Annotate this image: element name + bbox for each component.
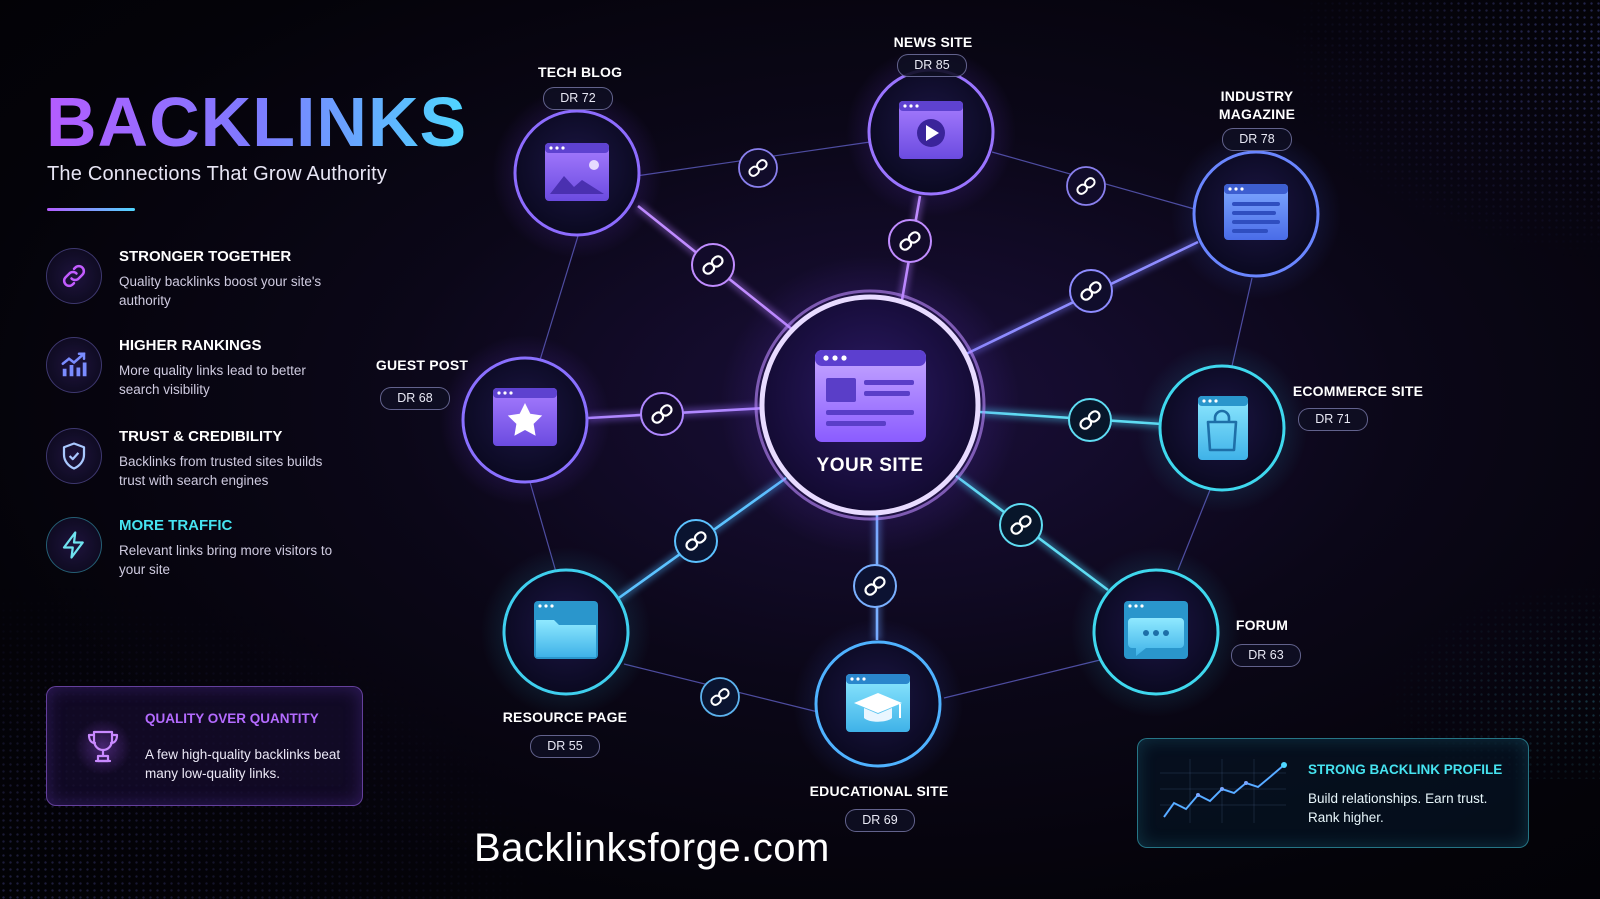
link-badge-icon bbox=[691, 243, 735, 287]
node-guest-post bbox=[440, 335, 610, 505]
node-forum bbox=[1071, 547, 1241, 717]
quality-title: QUALITY OVER QUANTITY bbox=[145, 711, 319, 726]
feature-desc: More quality links lead to better search… bbox=[119, 363, 306, 397]
node-resource-page bbox=[481, 547, 651, 717]
feature-desc: Backlinks from trusted sites builds trus… bbox=[119, 454, 323, 488]
node-ecommerce-site bbox=[1137, 343, 1307, 513]
chart-icon bbox=[46, 337, 102, 393]
link-badge-icon bbox=[999, 503, 1043, 547]
image-icon bbox=[545, 143, 609, 201]
node-news-site bbox=[846, 47, 1016, 217]
feature-higher-rankings: HIGHER RANKINGS More quality links lead … bbox=[46, 337, 356, 407]
node-label-resource-page: RESOURCE PAGE bbox=[502, 709, 628, 725]
page-title: BACKLINKS bbox=[46, 83, 468, 161]
feature-desc: Relevant links bring more visitors to yo… bbox=[119, 543, 333, 577]
node-industry-magazine bbox=[1171, 129, 1341, 299]
dr-badge-educational-site: DR 69 bbox=[845, 809, 915, 832]
feature-trust-credibility: TRUST & CREDIBILITY Backlinks from trust… bbox=[46, 428, 356, 498]
node-label-tech-blog: TECH BLOG bbox=[538, 64, 623, 80]
profile-title: STRONG BACKLINK PROFILE bbox=[1308, 762, 1503, 777]
center-node-label: YOUR SITE bbox=[816, 455, 924, 476]
link-icon bbox=[46, 248, 102, 304]
profile-desc: Build relationships. Earn trust. Rank hi… bbox=[1308, 791, 1488, 825]
link-badge-icon bbox=[1066, 166, 1106, 206]
website-icon bbox=[815, 350, 926, 442]
dr-badge-industry-magazine: DR 78 bbox=[1222, 128, 1292, 151]
growth-chart-icon bbox=[1160, 759, 1287, 823]
feature-more-traffic: MORE TRAFFIC Relevant links bring more v… bbox=[46, 517, 356, 587]
link-badge-icon bbox=[888, 219, 932, 263]
link-badge-icon bbox=[640, 392, 684, 436]
node-label-guest-post: GUEST POST bbox=[375, 357, 469, 373]
star-icon bbox=[493, 388, 557, 446]
dr-badge-guest-post: DR 68 bbox=[380, 387, 450, 410]
center-node-your-site bbox=[720, 255, 1020, 555]
link-badge-icon bbox=[1068, 398, 1112, 442]
link-badge-icon bbox=[853, 564, 897, 608]
dr-badge-news-site: DR 85 bbox=[897, 54, 967, 77]
page-subtitle: The Connections That Grow Authority bbox=[47, 163, 388, 185]
document-icon bbox=[1224, 184, 1288, 240]
feature-title: TRUST & CREDIBILITY bbox=[119, 428, 283, 445]
quality-over-quantity-card: QUALITY OVER QUANTITY A few high-quality… bbox=[46, 686, 363, 806]
shield-icon bbox=[46, 428, 102, 484]
link-badge-icon bbox=[738, 148, 778, 188]
node-label-news-site: NEWS SITE bbox=[893, 34, 973, 50]
node-label-industry-magazine: INDUSTRY MAGAZINE bbox=[1218, 88, 1296, 122]
folder-icon bbox=[534, 601, 598, 659]
node-label-forum: FORUM bbox=[1235, 617, 1289, 633]
footer-website: Backlinksforge.com bbox=[474, 826, 830, 870]
link-badge-icon bbox=[1069, 269, 1113, 313]
node-label-ecommerce-site: ECOMMERCE SITE bbox=[1292, 383, 1424, 399]
node-tech-blog bbox=[492, 88, 662, 258]
chat-icon bbox=[1124, 601, 1188, 659]
feature-stronger-together: STRONGER TOGETHER Quality backlinks boos… bbox=[46, 248, 356, 318]
dr-badge-forum: DR 63 bbox=[1231, 644, 1301, 667]
feature-title: MORE TRAFFIC bbox=[119, 517, 233, 534]
node-educational-site bbox=[793, 619, 963, 789]
strong-backlink-profile-card: STRONG BACKLINK PROFILE Build relationsh… bbox=[1137, 738, 1529, 848]
link-badge-icon bbox=[674, 519, 718, 563]
node-label-educational-site: EDUCATIONAL SITE bbox=[809, 783, 949, 799]
dr-badge-ecommerce-site: DR 71 bbox=[1298, 408, 1368, 431]
dr-badge-tech-blog: DR 72 bbox=[543, 87, 613, 110]
shopping-bag-icon bbox=[1198, 396, 1248, 460]
feature-title: STRONGER TOGETHER bbox=[119, 248, 292, 265]
dr-badge-resource-page: DR 55 bbox=[530, 735, 600, 758]
video-icon bbox=[899, 101, 963, 159]
link-badge-icon bbox=[700, 677, 740, 717]
quality-desc: A few high-quality backlinks beat many l… bbox=[145, 747, 341, 781]
feature-title: HIGHER RANKINGS bbox=[119, 337, 262, 354]
link-badges bbox=[640, 148, 1113, 717]
lightning-icon bbox=[46, 517, 102, 573]
feature-desc: Quality backlinks boost your site's auth… bbox=[119, 274, 322, 308]
title-underline bbox=[47, 208, 135, 211]
trophy-icon bbox=[75, 719, 131, 775]
graduation-cap-icon bbox=[846, 674, 910, 732]
